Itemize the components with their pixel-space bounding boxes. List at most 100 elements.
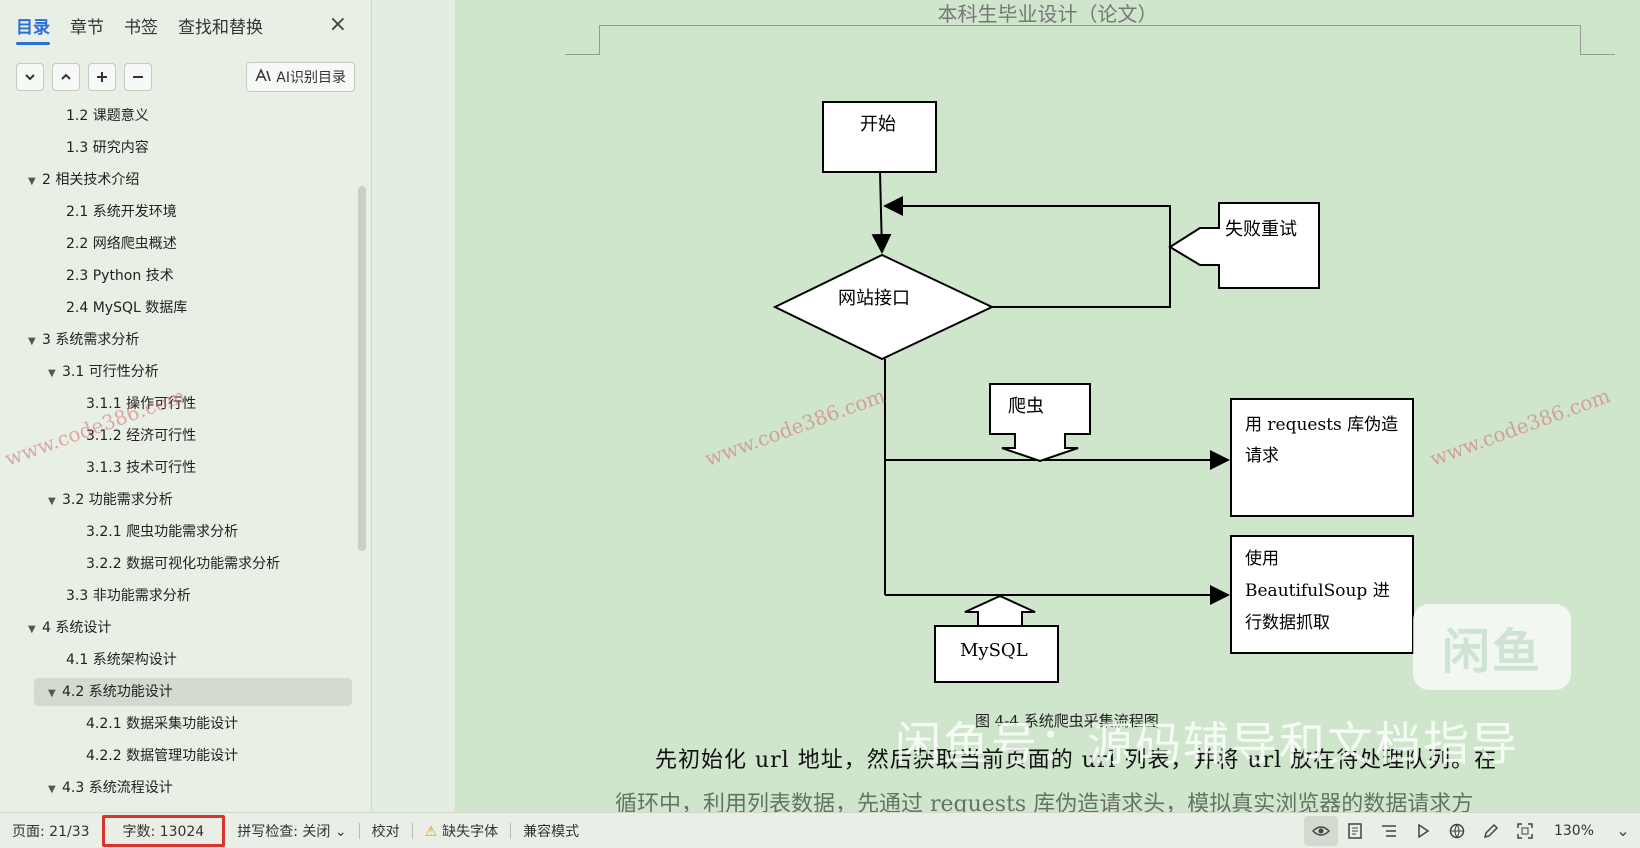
- corner-mark-right: [1580, 25, 1615, 55]
- expand-triangle-icon[interactable]: ▼: [28, 176, 36, 187]
- sidebar-tabs: 目录 章节 书签 查找和替换 ×: [16, 10, 359, 45]
- toc-item-label: 1.3 研究内容: [66, 140, 149, 156]
- missing-font-label: 缺失字体: [442, 823, 499, 840]
- spellcheck-toggle[interactable]: 拼写检查: 关闭 ⌄: [225, 821, 358, 841]
- toc-item[interactable]: 2.4 MySQL 数据库: [0, 294, 187, 322]
- proofread-button[interactable]: 校对: [371, 823, 400, 840]
- ai-toc-button[interactable]: AI识别目录: [246, 62, 355, 92]
- header-rule: [600, 25, 1580, 26]
- crawler-label: 爬虫: [1008, 396, 1044, 417]
- toc-item[interactable]: ▼4.3 系统流程设计: [0, 774, 173, 802]
- toc-item-label: 3.1.1 操作可行性: [86, 396, 197, 412]
- toc-item-label: 3 系统需求分析: [42, 332, 140, 348]
- toc-item[interactable]: 2.3 Python 技术: [0, 262, 174, 290]
- toc-item-label: 4.2.1 数据采集功能设计: [86, 716, 239, 732]
- remove-button[interactable]: [124, 63, 152, 91]
- xianyu-logo: 闲鱼: [1413, 604, 1571, 690]
- toc-item-label: 3.2 功能需求分析: [62, 492, 173, 508]
- tab-bookmarks[interactable]: 书签: [124, 17, 158, 38]
- expand-triangle-icon[interactable]: ▼: [28, 336, 36, 347]
- toc-item-label: 2.2 网络爬虫概述: [66, 236, 177, 252]
- toc-item[interactable]: 4.2.1 数据采集功能设计: [0, 710, 238, 738]
- zoom-level[interactable]: 130%: [1553, 822, 1594, 839]
- document-area: 本科生毕业设计（论文） 开始 网站接口 失败重试: [372, 0, 1640, 812]
- divider: [358, 822, 360, 839]
- toc-item[interactable]: ▼ 4 系统设计: [0, 614, 111, 642]
- expand-triangle-icon[interactable]: ▼: [48, 784, 56, 795]
- crawler-flowchart: 开始 网站接口 失败重试 爬虫 用 requests 库伪造 请求: [772, 101, 1414, 683]
- collapse-button[interactable]: [16, 63, 44, 91]
- toc-item[interactable]: ▼ 3.2 功能需求分析: [0, 486, 173, 514]
- missing-font-button[interactable]: ⚠缺失字体: [413, 821, 511, 841]
- toc-toolbar: AI识别目录: [16, 62, 355, 92]
- toc-item[interactable]: 3.1.3 技术可行性: [0, 454, 196, 482]
- toc-item[interactable]: 4.2.2 数据管理功能设计: [0, 742, 238, 770]
- toc-item[interactable]: 3.1.1 操作可行性: [0, 390, 196, 418]
- close-icon[interactable]: ×: [328, 12, 347, 37]
- eye-icon[interactable]: [1303, 815, 1338, 846]
- web-view-icon[interactable]: [1440, 816, 1474, 846]
- ai-toc-label: AI识别目录: [276, 70, 346, 86]
- warning-icon: ⚠: [424, 823, 438, 840]
- bs-label-line1: 使用: [1245, 548, 1279, 569]
- toc-item[interactable]: 2.2 网络爬虫概述: [0, 230, 177, 258]
- chevron-down-icon[interactable]: ⌄: [1616, 821, 1630, 840]
- toc-item[interactable]: 3.1.2 经济可行性: [0, 422, 196, 450]
- toc-item-label: 4.2.2 数据管理功能设计: [86, 748, 239, 764]
- toc-item-label: 3.2.2 数据可视化功能需求分析: [86, 556, 281, 572]
- view-controls: 130% ⌄: [1303, 815, 1640, 846]
- document-page: 本科生毕业设计（论文） 开始 网站接口 失败重试: [455, 0, 1640, 812]
- expand-triangle-icon[interactable]: ▼: [48, 368, 56, 379]
- toc-list: 1.2 课题意义 1.3 研究内容 ▼ 2 相关技术介绍 2.1 系统开发环境 2.2 网…: [0, 102, 358, 812]
- page-view-icon[interactable]: [1338, 816, 1372, 846]
- toc-item[interactable]: ▼3.1 可行性分析: [0, 358, 159, 386]
- toc-item-label: 2 相关技术介绍: [42, 172, 140, 188]
- bs-box: [1230, 535, 1414, 654]
- toc-item-label: 2.4 MySQL 数据库: [66, 300, 188, 316]
- start-box: [822, 101, 937, 173]
- toc-item[interactable]: 4.1 系统架构设计: [0, 646, 177, 674]
- tab-toc[interactable]: 目录: [16, 13, 50, 45]
- toc-item[interactable]: 3.3 非功能需求分析: [0, 582, 191, 610]
- corner-mark-left: [565, 25, 600, 55]
- expand-triangle-icon[interactable]: ▼: [48, 688, 56, 699]
- play-icon[interactable]: [1406, 816, 1440, 846]
- toc-item-label: 4 系统设计: [42, 620, 112, 636]
- expand-triangle-icon[interactable]: ▼: [28, 624, 36, 635]
- toc-item[interactable]: 3.2.2 数据可视化功能需求分析: [0, 550, 280, 578]
- bs-label-line3: 行数据抓取: [1245, 613, 1330, 633]
- add-button[interactable]: [88, 63, 116, 91]
- fit-page-icon[interactable]: [1508, 816, 1542, 846]
- toc-item[interactable]: 2.1 系统开发环境: [0, 198, 177, 226]
- page-header: 本科生毕业设计（论文）: [937, 2, 1158, 26]
- pen-icon[interactable]: [1474, 816, 1508, 846]
- outline-view-icon[interactable]: [1372, 816, 1406, 846]
- toc-item-label: 1.2 课题意义: [66, 108, 149, 124]
- toc-item-label: 3.2.1 爬虫功能需求分析: [86, 524, 239, 540]
- toc-item[interactable]: 1.2 课题意义: [0, 102, 149, 130]
- expand-up-button[interactable]: [52, 63, 80, 91]
- spellcheck-label: 拼写检查: 关闭: [237, 823, 331, 840]
- toc-item[interactable]: 1.3 研究内容: [0, 134, 149, 162]
- api-diamond: [772, 253, 995, 361]
- requests-label-line1: 用 requests 库伪造: [1245, 415, 1398, 435]
- word-count[interactable]: 字数: 13024: [101, 814, 226, 847]
- status-bar: 页面: 21/33 字数: 13024 拼写检查: 关闭 ⌄ 校对 ⚠缺失字体 …: [0, 812, 1640, 848]
- retry-loop-line: [883, 196, 1171, 308]
- toc-item[interactable]: ▼ 2 相关技术介绍: [0, 166, 139, 194]
- toc-item[interactable]: ▼ 3 系统需求分析: [0, 326, 139, 354]
- start-to-api-arrow: [871, 171, 892, 254]
- start-label: 开始: [860, 114, 896, 135]
- toc-sidebar: 目录 章节 书签 查找和替换 × AI识别目录 1.2 课题意义 1.3 研究内容…: [0, 0, 372, 812]
- bs-label-line2: BeautifulSoup 进: [1245, 581, 1390, 601]
- toc-scrollbar[interactable]: [358, 186, 366, 551]
- tab-sections[interactable]: 章节: [70, 17, 104, 38]
- requests-label-line2: 请求: [1245, 446, 1279, 466]
- requests-box: [1230, 398, 1414, 517]
- expand-triangle-icon[interactable]: ▼: [48, 496, 56, 507]
- toc-item[interactable]: ▼4.2 系统功能设计: [34, 678, 352, 706]
- toc-item[interactable]: 3.2.1 爬虫功能需求分析: [0, 518, 238, 546]
- tab-find-replace[interactable]: 查找和替换: [178, 17, 263, 38]
- page-indicator[interactable]: 页面: 21/33: [12, 823, 90, 840]
- toc-item-label: 2.3 Python 技术: [66, 268, 174, 284]
